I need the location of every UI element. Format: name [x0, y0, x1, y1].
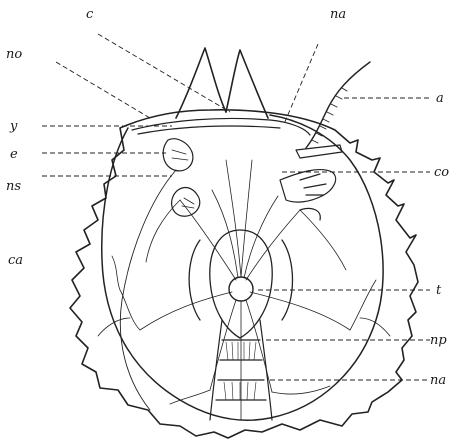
label-a: a — [436, 91, 444, 106]
eye-detail — [172, 150, 194, 208]
label-co: co — [434, 165, 449, 180]
label-na-bottom: na — [430, 373, 446, 388]
label-y: y — [9, 119, 18, 134]
carapace-outline — [70, 110, 418, 438]
label-t: t — [436, 283, 442, 298]
label-ns: ns — [6, 179, 21, 194]
right-horn — [226, 50, 268, 118]
dorsal-band — [132, 118, 310, 135]
ventral-hatching — [224, 342, 256, 400]
leader-no — [56, 62, 150, 118]
body-outline — [102, 115, 383, 420]
left-nerve-trunk — [120, 170, 176, 410]
leader-na-top — [284, 44, 318, 124]
ganglion-center — [229, 277, 253, 301]
label-na-top: na — [330, 7, 346, 22]
label-np: np — [430, 333, 447, 348]
label-ca: ca — [8, 253, 23, 268]
leader-c — [98, 34, 230, 112]
lateral-appendage — [280, 170, 336, 220]
leader-lines — [42, 34, 430, 380]
eye-cluster — [163, 139, 200, 216]
label-e: e — [10, 147, 18, 162]
antenna-segments — [312, 88, 347, 143]
antenna — [306, 62, 370, 148]
label-c: c — [86, 7, 94, 22]
antenna-base — [296, 145, 342, 158]
label-no: no — [6, 47, 22, 62]
left-horn — [176, 48, 226, 118]
